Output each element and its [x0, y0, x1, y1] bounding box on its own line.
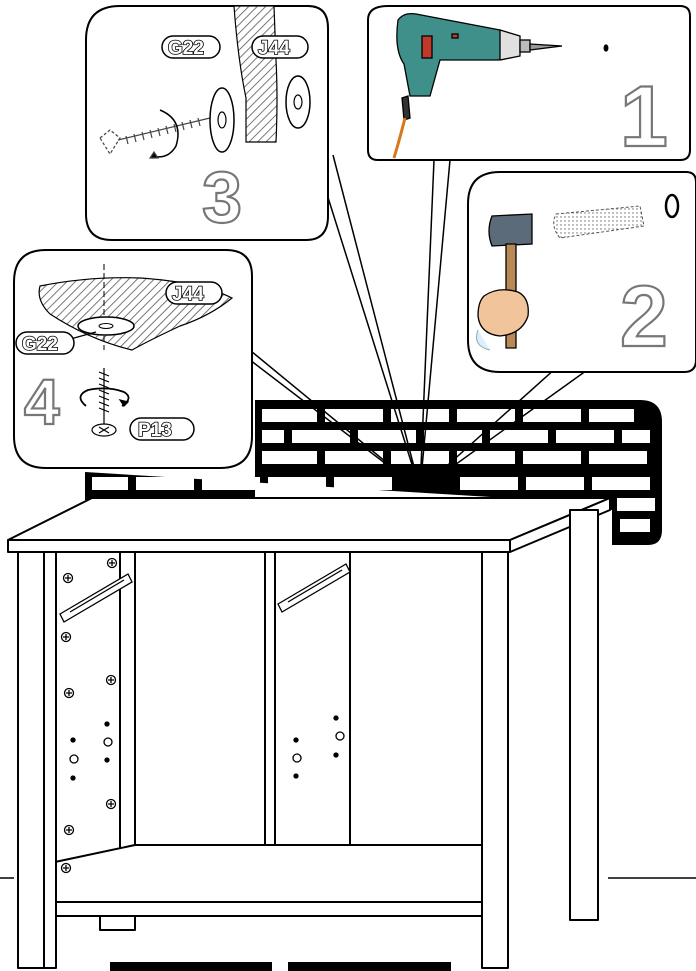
step-3-callout: G22 J44 3 [86, 6, 328, 240]
step-4-number: 4 [24, 366, 60, 438]
step-1-callout: 1 [368, 6, 690, 165]
part-label-j44-4-text: J44 [172, 284, 204, 305]
step-3-number: 3 [202, 158, 242, 238]
part-label-g22-4-text: G22 [22, 334, 58, 355]
step-2-callout: 2 [468, 172, 696, 372]
part-label-g22-text: G22 [168, 38, 204, 59]
workbench-top [8, 498, 610, 540]
step-4-callout: J44 G22 P13 4 [14, 250, 252, 468]
step-2-number: 2 [620, 269, 668, 365]
wall-hole [666, 195, 678, 217]
step-1-number: 1 [620, 69, 668, 165]
part-label-p13-text: P13 [138, 420, 172, 441]
part-label-j44-text: J44 [258, 38, 290, 59]
